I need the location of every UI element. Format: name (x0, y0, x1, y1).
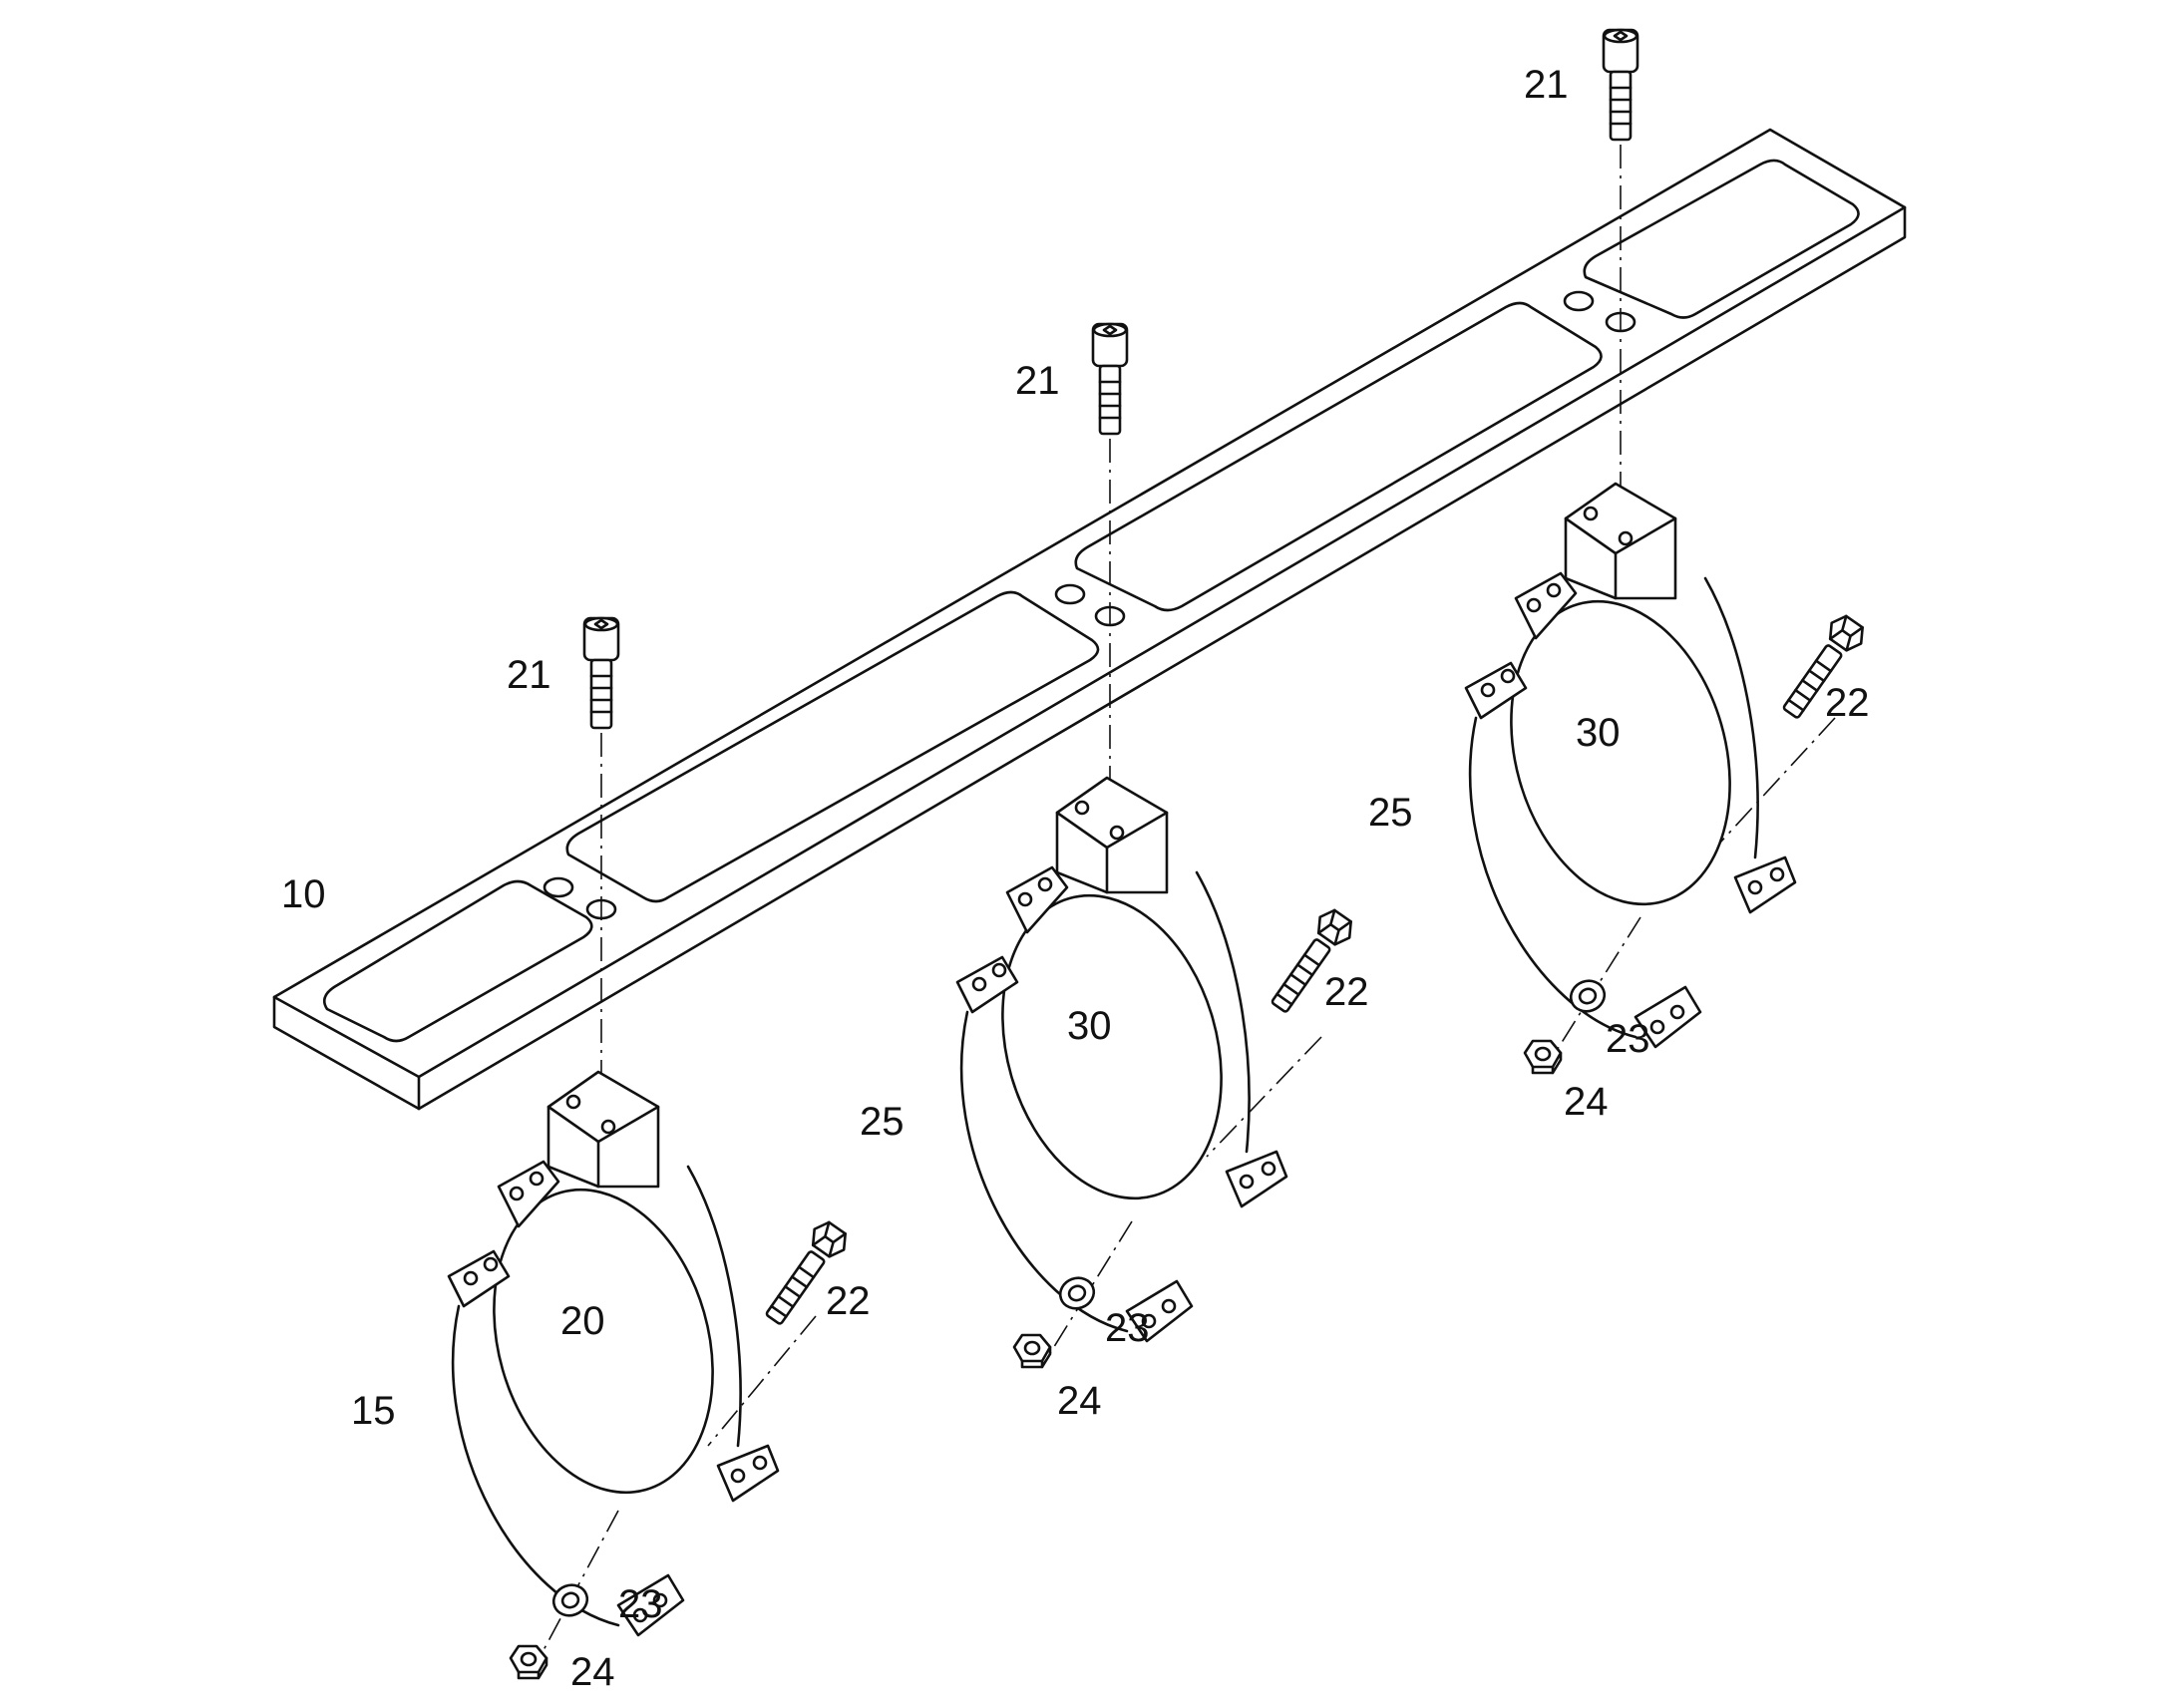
callout-24-right: 24 (1564, 1080, 1609, 1124)
callout-15: 15 (351, 1389, 396, 1433)
nut-right (1523, 1039, 1563, 1075)
clamp-assembly-left (447, 1070, 780, 1637)
callout-25-middle: 25 (860, 1100, 905, 1144)
nut-left (509, 1644, 548, 1680)
callout-10: 10 (281, 872, 326, 916)
washer-left (547, 1578, 593, 1622)
callout-23-left: 23 (618, 1582, 663, 1626)
clamp-assembly-middle (955, 776, 1288, 1343)
callout-21-left: 21 (507, 653, 551, 697)
washer-middle (1054, 1271, 1100, 1315)
callout-30-middle: 30 (1067, 1004, 1112, 1048)
callout-25-right: 25 (1368, 791, 1413, 835)
callout-22-middle: 22 (1324, 970, 1369, 1014)
callout-23-right: 23 (1606, 1017, 1650, 1061)
cap-screw-left (582, 616, 620, 730)
callout-20: 20 (560, 1299, 605, 1343)
callout-23-middle: 23 (1105, 1306, 1150, 1350)
callout-21-middle: 21 (1015, 359, 1060, 403)
callout-21-right: 21 (1524, 63, 1569, 107)
washer-right (1565, 974, 1611, 1018)
clamp-assembly-right (1464, 482, 1797, 1049)
support-beam (272, 128, 1907, 1111)
cap-screw-right (1602, 28, 1639, 142)
callout-30-right: 30 (1576, 711, 1621, 755)
cap-screw-middle (1091, 322, 1129, 436)
callout-22-right: 22 (1825, 681, 1870, 725)
callout-24-left: 24 (570, 1650, 615, 1694)
nut-middle (1012, 1333, 1052, 1369)
callout-24-middle: 24 (1057, 1379, 1102, 1423)
callout-22-left: 22 (826, 1279, 871, 1323)
